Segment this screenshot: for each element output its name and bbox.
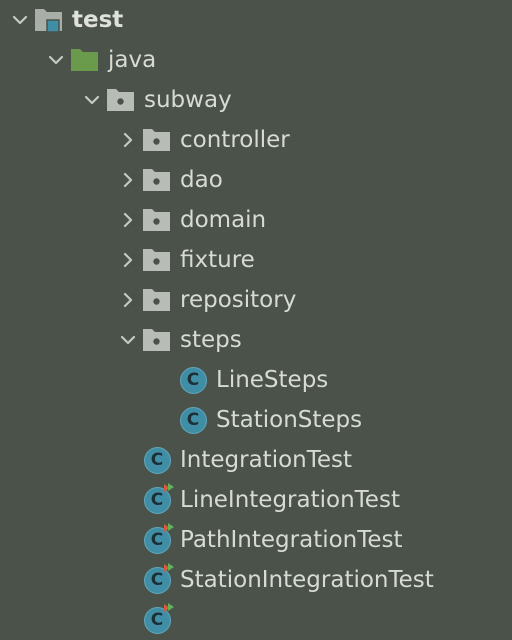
tree-item-label: subway xyxy=(144,87,232,113)
test-class-icon: C xyxy=(142,603,175,635)
class-letter-icon: C xyxy=(143,526,171,554)
test-class-icon: C xyxy=(142,563,175,595)
package-icon xyxy=(142,285,172,315)
class-icon: C xyxy=(178,405,208,435)
tree-item-label: StationIntegrationTest xyxy=(180,567,434,593)
package-icon xyxy=(142,245,172,275)
tree-item-label: dao xyxy=(180,167,223,193)
tree-item[interactable]: C LineSteps xyxy=(0,360,512,400)
package-icon xyxy=(142,325,172,355)
tree-item[interactable]: C IntegrationTest xyxy=(0,440,512,480)
tree-item[interactable]: C PathIntegrationTest xyxy=(0,520,512,560)
class-letter-icon: C xyxy=(143,486,171,514)
package-icon xyxy=(142,165,172,195)
chevron-right-icon[interactable] xyxy=(114,240,142,280)
class-icon: C xyxy=(178,365,208,395)
tree-item[interactable]: C StationSteps xyxy=(0,400,512,440)
source-folder-icon xyxy=(70,45,100,75)
tree-item[interactable]: C xyxy=(0,600,512,640)
tree-item[interactable]: C LineIntegrationTest xyxy=(0,480,512,520)
tree-item-label: controller xyxy=(180,127,290,153)
chevron-right-icon[interactable] xyxy=(114,280,142,320)
class-icon: C xyxy=(142,445,172,475)
test-run-marker-icon xyxy=(163,523,175,535)
tree-item[interactable]: domain xyxy=(0,200,512,240)
tree-item-label: IntegrationTest xyxy=(180,447,353,473)
tree-item[interactable]: java xyxy=(0,40,512,80)
tree-item-label: test xyxy=(72,7,124,33)
class-letter-icon: C xyxy=(179,366,207,394)
chevron-right-icon[interactable] xyxy=(114,160,142,200)
tree-item-label: fixture xyxy=(180,247,255,273)
chevron-right-icon[interactable] xyxy=(114,120,142,160)
class-letter-icon: C xyxy=(143,446,171,474)
chevron-down-icon[interactable] xyxy=(114,320,142,360)
tree-item-label: LineIntegrationTest xyxy=(180,487,400,513)
tree-item[interactable]: steps xyxy=(0,320,512,360)
test-run-marker-icon xyxy=(163,563,175,575)
test-class-icon: C xyxy=(142,483,175,515)
test-run-marker-icon xyxy=(163,603,175,615)
package-icon xyxy=(142,125,172,155)
test-folder-icon xyxy=(34,5,64,35)
tree-item-label: java xyxy=(108,47,157,73)
tree-item-label: domain xyxy=(180,207,267,233)
class-letter-icon: C xyxy=(179,406,207,434)
tree-item[interactable]: fixture xyxy=(0,240,512,280)
tree-item[interactable]: dao xyxy=(0,160,512,200)
chevron-down-icon[interactable] xyxy=(42,40,70,80)
package-icon xyxy=(142,205,172,235)
chevron-down-icon[interactable] xyxy=(78,80,106,120)
tree-item[interactable]: repository xyxy=(0,280,512,320)
chevron-right-icon[interactable] xyxy=(114,200,142,240)
tree-item[interactable]: controller xyxy=(0,120,512,160)
tree-item-label: StationSteps xyxy=(216,407,363,433)
test-class-icon: C xyxy=(142,523,175,555)
chevron-down-icon[interactable] xyxy=(6,0,34,40)
test-run-marker-icon xyxy=(163,483,175,495)
tree-item[interactable]: test xyxy=(0,0,512,40)
class-letter-icon: C xyxy=(143,566,171,594)
package-icon xyxy=(106,85,136,115)
tree-item-label: LineSteps xyxy=(216,367,329,393)
tree-item-label: PathIntegrationTest xyxy=(180,527,403,553)
tree-item-label: steps xyxy=(180,327,242,353)
tree-item[interactable]: C StationIntegrationTest xyxy=(0,560,512,600)
tree-item-label: repository xyxy=(180,287,297,313)
tree-item[interactable]: subway xyxy=(0,80,512,120)
